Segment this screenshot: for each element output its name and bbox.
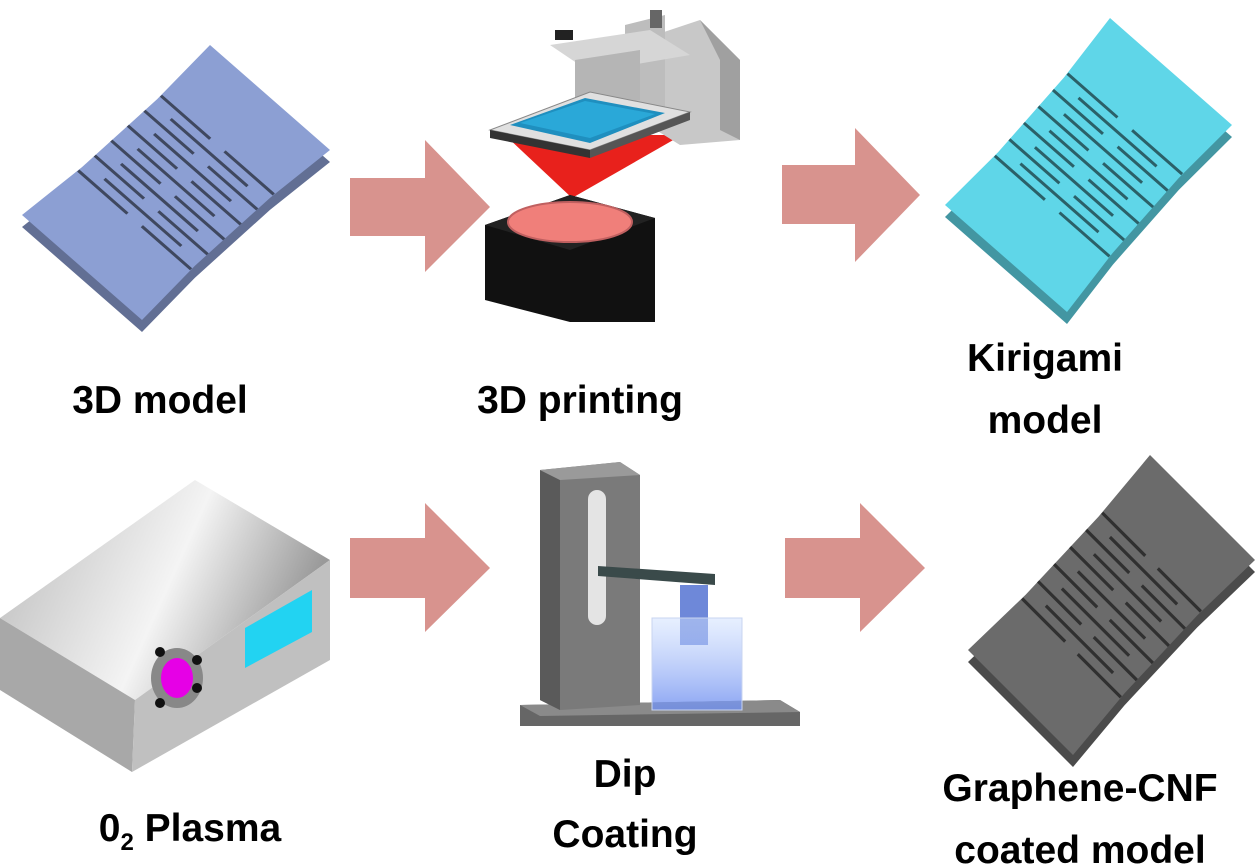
kirigami-slit — [1124, 601, 1170, 647]
kirigami-slit — [1060, 587, 1131, 657]
kirigami-slit — [1108, 535, 1179, 606]
kirigami-slit — [1019, 162, 1100, 234]
kirigami-slit — [103, 177, 183, 248]
kirigami-slit — [1051, 88, 1104, 136]
plasma-prefix: 0 — [98, 807, 121, 850]
kirigami-slit — [119, 162, 199, 233]
kirigami-slit — [1140, 584, 1186, 630]
kirigami-slit — [140, 225, 193, 271]
label-o2-plasma: 02 Plasma — [60, 806, 320, 866]
kirigami-slit — [143, 109, 195, 155]
kirigami-slit — [1077, 96, 1158, 168]
kirigami-slit — [1021, 597, 1067, 643]
kirigami-slit — [1101, 511, 1147, 557]
arrow-1 — [350, 140, 490, 272]
label-coated-line2: coated model — [954, 829, 1206, 868]
kirigami-slit — [1033, 146, 1115, 217]
cyan-kirigami-model — [945, 18, 1232, 324]
kirigami-slit — [1037, 580, 1083, 626]
label-coated-line1: Graphene-CNF — [942, 767, 1218, 810]
kirigami-slit — [77, 169, 129, 215]
kirigami-slit — [1062, 113, 1144, 184]
kirigami-slit — [1092, 635, 1138, 682]
kirigami-slit — [173, 195, 226, 241]
kirigami-slit — [1037, 105, 1090, 152]
kirigami-slit — [1022, 121, 1075, 168]
kirigami-slit — [169, 117, 249, 188]
kirigami-slit — [1087, 178, 1140, 225]
kirigami-slit — [1053, 563, 1099, 609]
blue-3d-model — [22, 45, 330, 332]
printer-illustration — [485, 10, 740, 322]
kirigami-slit — [1076, 570, 1147, 640]
kirigami-slit — [1108, 618, 1154, 665]
kirigami-slit — [1008, 138, 1061, 185]
kirigami-slit — [1131, 129, 1184, 176]
label-dip-line2: Coating — [552, 813, 698, 856]
kirigami-slit — [1044, 604, 1115, 675]
arrow-2 — [782, 128, 920, 262]
arrow-3 — [350, 503, 490, 632]
kirigami-slit — [153, 132, 233, 203]
label-dip-line1: Dip — [593, 753, 657, 796]
kirigami-slit — [1069, 545, 1115, 592]
kirigami-slit — [1156, 567, 1202, 613]
label-3d-printing: 3D printing — [477, 379, 683, 422]
kirigami-slit — [159, 94, 212, 140]
kirigami-slit — [1102, 162, 1155, 209]
kirigami-slit — [126, 124, 179, 170]
plasma-illustration — [0, 480, 330, 772]
kirigami-slit — [93, 154, 146, 200]
kirigami-slit — [1058, 211, 1111, 258]
kirigami-slit — [1085, 528, 1131, 575]
label-3d-model: 3D model — [72, 379, 248, 422]
dip-coater-illustration — [520, 462, 800, 726]
kirigami-slit — [206, 165, 259, 211]
gray-coated-model — [968, 455, 1255, 767]
kirigami-slit — [136, 147, 216, 218]
plasma-suffix: Plasma — [133, 807, 282, 850]
kirigami-slit — [1073, 194, 1126, 242]
label-kirigami-line1: Kirigami — [966, 337, 1124, 380]
kirigami-slit — [190, 180, 242, 226]
kirigami-slit — [1092, 553, 1163, 623]
kirigami-slit — [223, 150, 275, 196]
kirigami-slit — [157, 210, 209, 256]
kirigami-slit — [1048, 129, 1129, 201]
kirigami-slit — [1076, 653, 1122, 699]
label-kirigami-line2: model — [987, 399, 1103, 442]
kirigami-slit — [1066, 72, 1119, 119]
plasma-sub: 2 — [120, 828, 134, 856]
arrow-4 — [785, 503, 925, 632]
kirigami-slit — [1116, 145, 1169, 192]
kirigami-slit — [110, 139, 162, 185]
kirigami-slit — [993, 154, 1046, 201]
